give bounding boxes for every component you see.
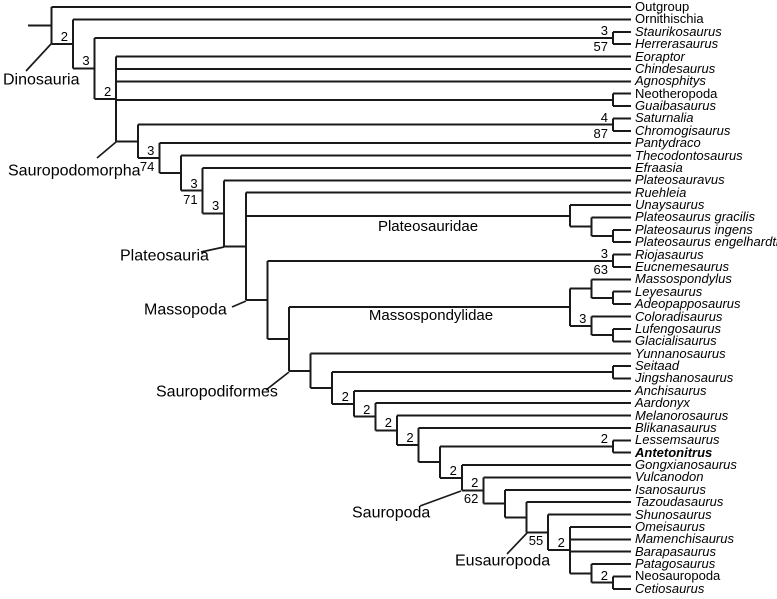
support-value-above: 2	[363, 401, 371, 417]
support-value-above: 2	[103, 83, 112, 99]
taxon-label: Barapasaurus	[635, 543, 716, 559]
taxon-label: Patagosaurus	[635, 556, 716, 572]
clade-label-dinosauria: Dinosauria	[3, 71, 80, 89]
taxon-label: Guaibasaurus	[635, 98, 716, 114]
taxon-label: Aardonyx	[635, 395, 690, 411]
clade-label-plateosauridae: Plateosauridae	[377, 218, 479, 235]
taxon-label: Chromogisaurus	[635, 122, 731, 138]
taxon-label: Saturnalia	[635, 110, 694, 126]
support-value-below: 74	[139, 159, 155, 175]
support-value-below: 87	[593, 125, 608, 141]
taxon-label: Neotheropoda	[635, 85, 718, 101]
taxon-label: Leyesaurus	[635, 283, 703, 299]
taxon-label: Jingshanosaurus	[635, 370, 734, 386]
taxon-label: Plateosaurus gracilis	[635, 209, 755, 225]
support-value-above: 2	[471, 475, 479, 491]
support-value-above: 3	[579, 310, 587, 326]
support-value-above: 2	[341, 388, 349, 404]
support-value-below: 63	[593, 261, 608, 277]
taxon-label: Massospondylus	[635, 271, 732, 287]
support-value-above: 3	[147, 143, 155, 159]
taxon-label: Eoraptor	[635, 48, 685, 64]
support-value-above: 2	[557, 535, 565, 551]
taxon-label: Yunnanosaurus	[635, 345, 726, 361]
support-value-above: 2	[384, 415, 392, 431]
support-value-above: 4	[600, 109, 608, 125]
support-value-above: 2	[406, 430, 414, 446]
taxon-label: Plateosaurus engelhardti	[635, 234, 777, 250]
clade-label-massopoda: Massopoda	[144, 301, 227, 319]
taxon-label: Herrerasaurus	[635, 36, 719, 52]
clade-label-massospondylidae: Massospondylidae	[368, 307, 494, 324]
taxon-label: Agnosphitys	[635, 73, 706, 89]
taxon-label: Neosauropoda	[635, 568, 721, 584]
taxon-label: Cetiosaurus	[635, 580, 705, 596]
taxon-label: Shunosaurus	[635, 506, 712, 522]
taxon-label: Ruehleia	[635, 184, 687, 200]
support-value-above: 2	[60, 28, 68, 44]
taxon-label: Efraasia	[635, 159, 683, 175]
support-value-above: 3	[211, 198, 220, 214]
taxon-label: Vulcanodon	[635, 469, 704, 485]
taxon-label: Riojasaurus	[635, 246, 704, 262]
taxon-label: Thecodontosaurus	[635, 147, 743, 163]
support-value-above: 2	[600, 431, 608, 447]
taxon-label: Coloradisaurus	[635, 308, 723, 324]
support-value-above: 3	[82, 53, 90, 69]
taxon-label: Omeisaurus	[635, 518, 706, 534]
clade-label-sauropodomorpha: Sauropodomorpha	[8, 162, 141, 180]
taxon-label: Antetonitrus	[635, 444, 713, 460]
taxon-label: Adeopapposaurus	[635, 296, 741, 312]
taxon-label: Eucnemesaurus	[635, 258, 729, 274]
taxon-label: Mamenchisaurus	[635, 531, 734, 547]
taxon-label: Seitaad	[635, 358, 680, 374]
support-value-above: 2	[600, 567, 608, 583]
taxon-label: Outgroup	[635, 0, 690, 14]
clade-label-sauropoda: Sauropoda	[352, 504, 431, 522]
taxon-label: Glacialisaurus	[635, 333, 717, 349]
clade-label-eusauropoda: Eusauropoda	[455, 552, 551, 570]
taxon-label: Tazoudasaurus	[635, 494, 724, 510]
support-value-above: 3	[190, 175, 198, 191]
taxon-label: Blikanasaurus	[635, 419, 717, 435]
support-value-above: 3	[600, 22, 608, 38]
taxon-label: Pantydraco	[635, 135, 701, 151]
support-value-below: 57	[593, 38, 608, 54]
taxon-label: Plateosaurus ingens	[635, 221, 753, 237]
taxon-label: Anchisaurus	[635, 382, 707, 398]
taxon-label: Lessemsaurus	[635, 432, 720, 448]
taxon-label: Gongxianosaurus	[635, 457, 737, 473]
taxon-label: Unaysaurus	[635, 197, 705, 213]
taxon-label: Plateosauravus	[635, 172, 725, 188]
taxon-label: Isanosaurus	[635, 481, 706, 497]
support-value-below: 62	[463, 491, 479, 507]
clade-label-plateosauria: Plateosauria	[120, 247, 209, 265]
taxon-label: Lufengosaurus	[635, 320, 722, 336]
taxon-label: Melanorosaurus	[635, 407, 729, 423]
taxon-label: Staurikosaurus	[635, 23, 722, 39]
taxon-label: Ornithischia	[635, 11, 704, 27]
support-value-below: 55	[528, 533, 544, 549]
support-value-below: 71	[183, 191, 198, 207]
taxon-label: Chindesaurus	[635, 60, 716, 76]
clade-label-sauropodiformes: Sauropodiformes	[156, 383, 278, 401]
support-value-above: 2	[449, 462, 457, 478]
support-value-above: 3	[600, 245, 608, 261]
